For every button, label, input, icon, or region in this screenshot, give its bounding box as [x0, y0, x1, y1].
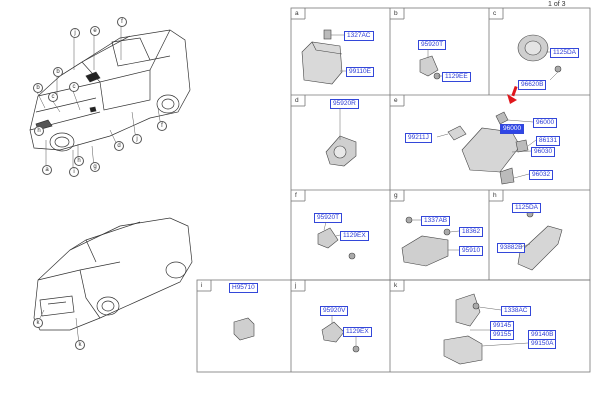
part-label[interactable]: 93882B — [497, 243, 526, 253]
part-d-sensor — [325, 135, 357, 167]
panel-caption-a: a — [295, 10, 299, 17]
top-car-drawing — [29, 29, 191, 152]
part-label[interactable]: 96620B — [518, 80, 547, 90]
part-label[interactable]: 1129EX — [340, 231, 369, 241]
page-number: 1 of 3 — [548, 1, 566, 8]
highlight-arrow — [507, 85, 518, 104]
part-label[interactable]: 99155 — [490, 330, 515, 340]
callout-circle[interactable]: k — [33, 318, 43, 328]
part-label[interactable]: 96000 — [533, 118, 558, 128]
part-label[interactable]: 99110E — [346, 67, 374, 77]
panel-caption-f: f — [295, 192, 297, 199]
panel-caption-j: j — [295, 282, 297, 289]
callout-circle[interactable]: j — [70, 28, 80, 38]
part-label[interactable]: 95910 — [459, 246, 484, 256]
callout-circle[interactable]: b — [53, 67, 63, 77]
callout-circle[interactable]: h — [34, 126, 44, 136]
panel-caption-h: h — [493, 192, 497, 199]
bottom-car-leaders — [37, 309, 80, 345]
part-label[interactable]: 1129EX — [343, 327, 372, 337]
part-label[interactable]: 99150A — [528, 339, 557, 349]
callout-circle[interactable]: f — [117, 17, 127, 27]
part-label[interactable]: 95920V — [320, 306, 349, 316]
callout-circle[interactable]: d — [114, 141, 124, 151]
panel-caption-c: c — [493, 10, 497, 17]
panel-caption-d: d — [295, 97, 299, 104]
part-label[interactable]: 1129EE — [442, 72, 471, 82]
part-label[interactable]: 95920T — [314, 213, 343, 223]
part-label[interactable]: 1327AC — [344, 31, 374, 41]
bottom-car-drawing — [33, 217, 193, 331]
part-label-highlighted[interactable]: 96000 — [500, 124, 525, 134]
panel-caption-b: b — [394, 10, 398, 17]
part-label[interactable]: 1337AB — [421, 216, 451, 226]
part-h-bracket — [517, 210, 563, 271]
callout-circle[interactable]: h — [74, 156, 84, 166]
panel-caption-k: k — [394, 282, 398, 289]
part-f-sensor — [317, 227, 356, 260]
callout-circle[interactable]: c — [48, 92, 58, 102]
callout-circle[interactable]: j — [132, 134, 142, 144]
panel-caption-i: i — [201, 282, 203, 289]
part-label[interactable]: 96032 — [529, 170, 554, 180]
part-label[interactable]: H95710 — [229, 283, 258, 293]
callout-circle[interactable]: k — [75, 340, 85, 350]
part-label[interactable]: 1338AC — [501, 306, 531, 316]
part-label[interactable]: 95920R — [330, 99, 359, 109]
part-label[interactable]: 18362 — [459, 227, 484, 237]
part-a-module — [301, 29, 343, 85]
callout-circle[interactable]: a — [42, 165, 52, 175]
part-label[interactable]: 99211J — [405, 133, 432, 143]
part-label[interactable]: 1125DA — [512, 203, 542, 213]
part-b-sensor — [419, 55, 441, 80]
callout-circle[interactable]: c — [69, 82, 79, 92]
part-j-sensor — [321, 321, 360, 353]
callout-circle[interactable]: i — [69, 167, 79, 177]
part-label[interactable]: 95920T — [418, 40, 447, 50]
callout-circle[interactable]: b — [33, 83, 43, 93]
part-k-actuator — [443, 293, 483, 365]
callout-circle[interactable]: g — [90, 162, 100, 172]
panel-caption-e: e — [394, 97, 398, 104]
part-i-relay — [233, 317, 255, 341]
part-label[interactable]: 86131 — [536, 136, 561, 146]
callout-circle[interactable]: f — [157, 121, 167, 131]
part-label[interactable]: 96030 — [531, 147, 556, 157]
part-c-horn — [517, 34, 562, 73]
part-label[interactable]: 1125DA — [550, 48, 580, 58]
panel-caption-g: g — [394, 192, 398, 199]
panel-grid — [196, 7, 591, 373]
callout-circle[interactable]: e — [90, 26, 100, 36]
part-e-bracket — [447, 111, 529, 185]
